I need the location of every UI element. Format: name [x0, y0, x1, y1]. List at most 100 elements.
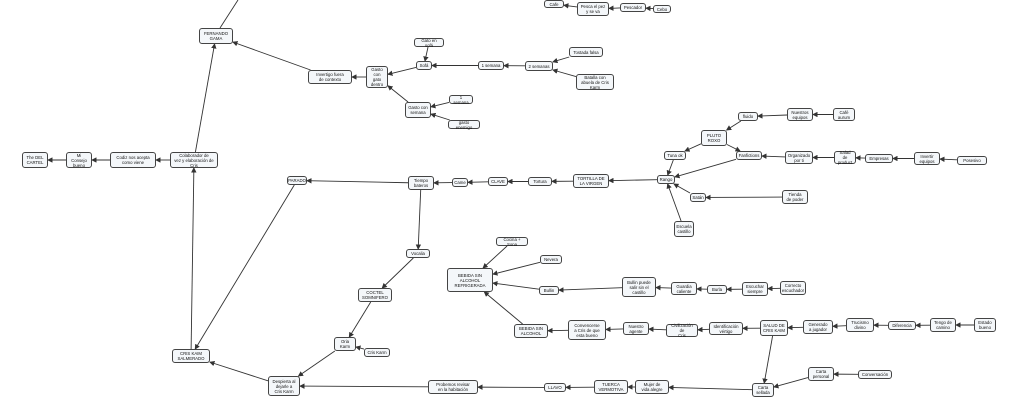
node-posesivo[interactable]: Posesivo [957, 156, 987, 165]
node-despierta[interactable]: Despierta al dejarle a Cris Karm [268, 376, 300, 396]
edge-n_tiempo-to-n_parado [306, 178, 409, 184]
node-invertir[interactable]: Invertir equipos [914, 152, 940, 165]
node-1semana-b[interactable]: 1 semana [449, 95, 473, 105]
node-pluto[interactable]: PLUTO ROXO [701, 130, 727, 146]
node-elegante[interactable]: Colaborador de vez y elaboración de Cris [170, 152, 218, 168]
node-fanfictions[interactable]: Fanfictions [736, 151, 762, 160]
edge-n_cris_karm-to-n_oria [355, 345, 365, 351]
edge-n_despierta-to-n_cris_kaiam [209, 360, 269, 382]
node-tortura[interactable]: Tortura [528, 177, 552, 186]
node-escuchar[interactable]: Escuchar siempre [742, 282, 768, 296]
edge-n_pesca-to-n_cafe [563, 3, 578, 9]
node-sofa[interactable]: Sofá [416, 61, 432, 70]
node-invertigo[interactable]: Invertigo fuera de contexto [308, 70, 352, 84]
node-salad[interactable]: Salad de product [834, 150, 856, 165]
node-tortilla[interactable]: TORTILLA DE LA VIRGEN [573, 174, 609, 188]
node-cebo[interactable]: Cebo [653, 5, 671, 13]
node-correct[interactable]: Correcto escuchador [780, 281, 806, 295]
node-bebida-sin[interactable]: BEBIDA SIN ALCOHOL REFRIGERADA [447, 268, 493, 292]
node-empresas[interactable]: Empresas [865, 154, 893, 163]
node-the-del[interactable]: The DEL CARTEL [22, 152, 48, 168]
edge-n_sofa-to-n_gato_dentro [387, 67, 417, 76]
edge-n_cocktel-to-n_oria [348, 301, 372, 338]
edge-n_probemos-to-n_despierta [299, 383, 429, 389]
node-gasto-enemigo[interactable]: gasto enemigo [448, 120, 480, 130]
node-2semanas[interactable]: 2 semanas [525, 61, 553, 71]
node-parado[interactable]: PARADO [287, 176, 307, 185]
node-tengo[interactable]: Tengo de camino [930, 318, 956, 332]
node-cocktel[interactable]: COCTEL SOMNIFERO [358, 288, 392, 302]
node-nevera[interactable]: Nevera [540, 255, 562, 264]
node-batalla[interactable]: Batalla con abuela de Cris Karm [576, 74, 614, 90]
node-cafe[interactable]: Cafe [544, 0, 564, 8]
node-convencer[interactable]: Convencerse a Cris de que esta bueno [568, 320, 606, 340]
edge-n_vocalia-to-n_cocktel [381, 257, 414, 289]
node-guardia[interactable]: Guardia caliente [671, 282, 697, 295]
node-conversacion[interactable]: Conversación [858, 370, 892, 379]
node-pesca[interactable]: Pesca el pez y se va [577, 2, 609, 16]
node-salud[interactable]: SALUD DE CRIS KAIM [760, 320, 788, 336]
node-bulia[interactable]: Burla [707, 285, 727, 294]
edge-n_batalla-to-n_2semanas [552, 68, 577, 78]
node-gasto-semana[interactable]: Gasto con semana [405, 102, 431, 118]
node-carta[interactable]: Carta sellada [752, 383, 774, 397]
node-fluido[interactable]: fluido [738, 112, 758, 121]
node-vocalia[interactable]: Vocalia [406, 249, 430, 258]
node-generado[interactable]: Generado a jugador [803, 320, 833, 334]
node-mujer[interactable]: Mujer de vida alegre [635, 380, 669, 394]
edge-n_cocina-to-n_bebida_sin [482, 245, 508, 269]
node-bebida-alc[interactable]: BEBIDA SIN ALCOHOL [514, 324, 548, 338]
node-trucismo[interactable]: Trucismo divino [846, 318, 874, 332]
edge-n_pluto-to-n_fanfictions [726, 144, 741, 152]
node-gato-sofa[interactable]: Gato en sofá [414, 38, 444, 48]
edge-n_posesivo-to-n_invertir [939, 156, 958, 162]
edge-n_gasto_semana-to-n_gato_dentro [387, 85, 409, 103]
node-tiempo[interactable]: Tiempo bateros [408, 176, 434, 190]
edge-n_fanfictions-to-n_rango [674, 158, 737, 179]
node-cafe-aurum[interactable]: Café aurum [833, 108, 855, 121]
node-diferencia[interactable]: Diferencia [888, 321, 916, 330]
node-tuerca[interactable]: TUERCA VERMOTIVA [594, 380, 628, 394]
node-bullin-puede[interactable]: Bullin puede salir sin el castillo [622, 277, 656, 297]
node-rango[interactable]: Rango [657, 175, 675, 184]
node-gato-dentro[interactable]: Gasto con gato dentro [366, 66, 388, 88]
node-satan[interactable]: Satán [690, 193, 706, 202]
node-clave[interactable]: CLAVE [488, 177, 508, 186]
node-identific[interactable]: Identificación vértigo [709, 322, 743, 335]
edge-n_tuna_ok-to-n_rango [666, 159, 674, 176]
node-tuna-ok[interactable]: Tuna ok [664, 151, 686, 160]
node-mi-casa[interactable]: Mi Consejo bueno [66, 152, 92, 168]
node-codiz[interactable]: Codiz nos acepta como viene [110, 152, 156, 168]
edge-n_nuestros-to-n_fluido [757, 113, 788, 119]
node-cris-kaiam[interactable]: CRIS KAIM SALMERADO [172, 349, 210, 363]
node-carta-pers[interactable]: Carta personal [808, 367, 834, 381]
node-oria[interactable]: Oria Karm [334, 337, 356, 351]
node-nuestros[interactable]: Nuestros equipos [787, 108, 813, 121]
node-llavo[interactable]: LLAVO [544, 383, 566, 392]
edge-n_organizado-to-n_fanfictions [761, 153, 786, 159]
node-fernando[interactable]: FERNANDO GAMA [199, 28, 233, 44]
node-escuela[interactable]: Escuela castillo [674, 221, 694, 237]
node-cocina[interactable]: Cocina + Sona [496, 237, 528, 247]
node-tostada[interactable]: Tostada falsa [569, 47, 603, 57]
node-probemos[interactable]: Probemos revisar en la habitación [428, 380, 478, 394]
node-estado[interactable]: Estado bueno [974, 318, 996, 332]
edge-n_fluido-to-n_pluto [725, 120, 742, 131]
node-1semana[interactable]: 1 semana [478, 61, 504, 70]
edge-n_escuela-to-n_rango [666, 183, 682, 222]
node-tienda[interactable]: Tienda de poder [782, 190, 808, 204]
node-civiliz[interactable]: Civilización de Cris [666, 323, 698, 338]
node-pescador[interactable]: Pescador [620, 3, 646, 12]
edge-n_nuestro_ag-to-n_convencer [605, 326, 624, 332]
node-cris-karm[interactable]: Cris Karm [364, 348, 390, 357]
node-nuestro-ag[interactable]: Nuestro agente [623, 322, 649, 335]
edge-n_bullin-to-n_bebida_sin [492, 280, 540, 290]
edge-n_1semana_b-to-n_gasto_semana [430, 101, 450, 109]
node-bullin[interactable]: Bullin [539, 286, 559, 295]
node-organizado[interactable]: Organizado por ti [785, 151, 813, 164]
edge-n_gato_sofa-to-n_sofa [423, 46, 429, 62]
node-camx[interactable]: Came [452, 178, 468, 187]
edge-n_nevera-to-n_bebida_sin [492, 261, 541, 276]
